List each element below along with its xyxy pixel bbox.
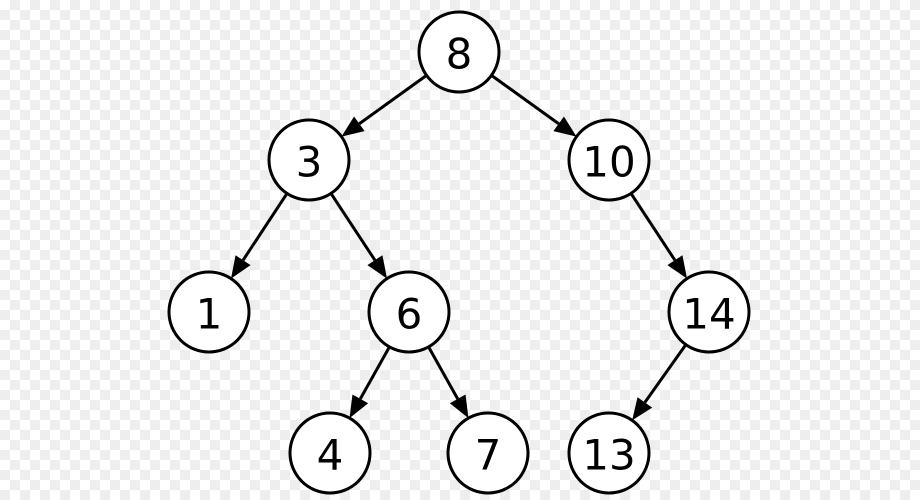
node-label: 8: [446, 30, 473, 79]
node-circle: [267, 118, 351, 202]
tree-node-3: 3: [267, 118, 351, 202]
edge-line: [329, 192, 377, 262]
arrowhead-icon: [632, 397, 653, 421]
edge-line: [358, 74, 428, 125]
node-label: 7: [475, 431, 502, 480]
arrowhead-icon: [449, 394, 469, 419]
node-label: 1: [196, 290, 223, 339]
edge-n6-n4: [349, 346, 391, 419]
edge-line: [427, 346, 460, 400]
tree-node-7: 7: [446, 411, 530, 495]
node-circle: [567, 411, 651, 495]
node-label: 10: [582, 138, 635, 187]
node-circle: [417, 10, 501, 94]
arrowhead-icon: [341, 116, 365, 137]
arrowhead-icon: [349, 394, 369, 419]
tree-node-8: 8: [417, 10, 501, 94]
edge-line: [629, 192, 677, 262]
node-label: 13: [582, 431, 635, 480]
edge-n6-n7: [427, 346, 469, 419]
nodes-layer: 8 3 10 1 6 14 4 7 13: [167, 10, 751, 495]
edge-n3-n6: [329, 192, 388, 279]
tree-node-4: 4: [288, 411, 372, 495]
edge-line: [241, 192, 289, 262]
node-label: 3: [296, 138, 323, 187]
edge-n3-n1: [230, 192, 289, 279]
node-label: 4: [317, 431, 344, 480]
tree-node-6: 6: [367, 270, 451, 354]
tree-node-13: 13: [567, 411, 651, 495]
node-circle: [288, 411, 372, 495]
arrowhead-icon: [553, 116, 577, 137]
node-label: 14: [682, 290, 735, 339]
edge-n8-n3: [341, 74, 428, 137]
arrowhead-icon: [230, 255, 251, 279]
edge-line: [490, 74, 560, 125]
arrowhead-icon: [367, 255, 388, 279]
node-circle: [446, 411, 530, 495]
tree-node-10: 10: [567, 118, 651, 202]
edge-line: [643, 343, 688, 404]
edge-n10-n14: [629, 192, 688, 279]
tree-node-1: 1: [167, 270, 251, 354]
edge-n14-n13: [632, 343, 688, 421]
node-label: 6: [396, 290, 423, 339]
tree-node-14: 14: [667, 270, 751, 354]
edges-layer: [230, 74, 688, 421]
arrowhead-icon: [667, 255, 688, 279]
node-circle: [667, 270, 751, 354]
node-circle: [567, 118, 651, 202]
node-circle: [367, 270, 451, 354]
edge-n8-n10: [490, 74, 577, 137]
edge-line: [358, 346, 391, 400]
node-circle: [167, 270, 251, 354]
